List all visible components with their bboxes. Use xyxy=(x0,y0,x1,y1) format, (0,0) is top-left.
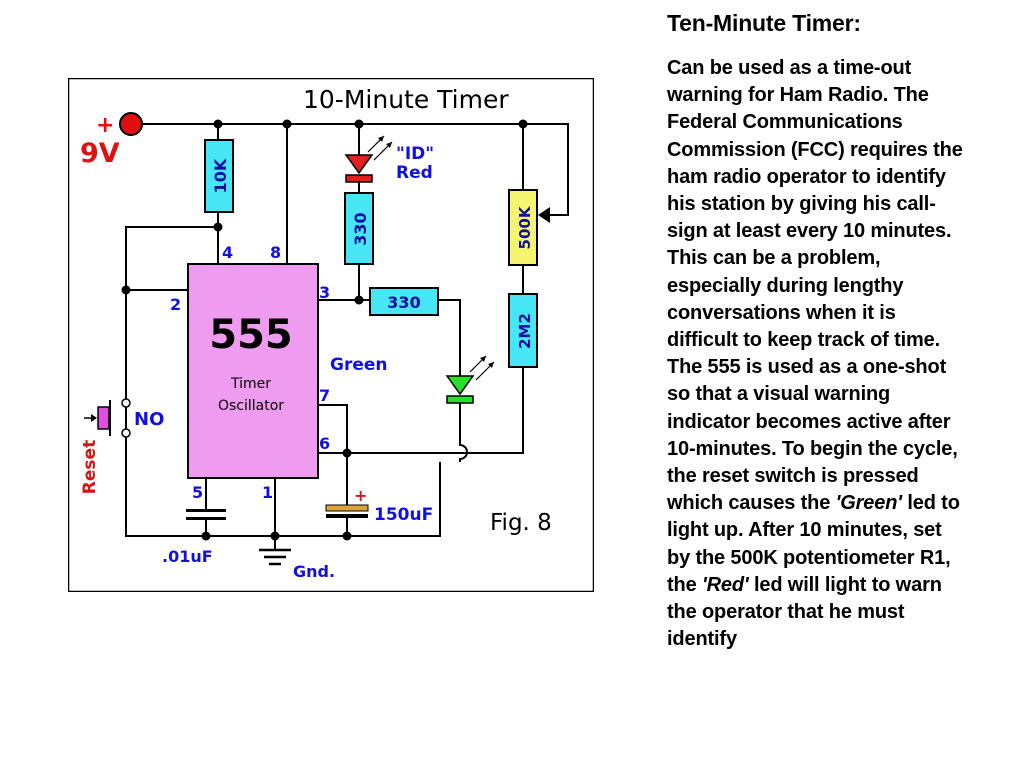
description-red-word: 'Red' xyxy=(701,573,749,596)
resistor-330-green-label: 330 xyxy=(387,293,420,312)
description-panel: Ten-Minute Timer: Can be used as a time-… xyxy=(667,8,967,653)
ic-function-line1: Timer xyxy=(230,376,271,392)
capacitor-150uf xyxy=(325,504,369,518)
ic-555-body xyxy=(187,263,319,479)
description-text-part1: Can be used as a time-out warning for Ha… xyxy=(667,57,963,515)
red-led-label-line1: "ID" xyxy=(396,144,434,164)
switch-type-label: NO xyxy=(134,409,164,430)
pin-6-label: 6 xyxy=(319,434,330,453)
potentiometer-500k-label: 500K xyxy=(516,205,534,249)
red-led xyxy=(344,135,393,183)
resistor-330-green xyxy=(369,287,439,316)
ic-function-line2: Oscillator xyxy=(218,398,284,414)
pin-3-label: 3 xyxy=(319,283,330,302)
description-text-part3: led will light to warn the operator that… xyxy=(667,573,942,651)
supply-voltage-label: 9V xyxy=(80,138,120,169)
reset-switch xyxy=(84,398,131,438)
green-led-label: Green xyxy=(330,355,388,375)
schematic-diagram: + 9V 10-Minute Timer 10K 555 Timer Oscil… xyxy=(68,78,594,592)
figure-label: Fig. 8 xyxy=(490,510,552,536)
circuit-wires xyxy=(125,123,569,550)
pin-1-label: 1 xyxy=(262,483,273,502)
description-green-word: 'Green' xyxy=(835,492,902,515)
junction-dots xyxy=(121,119,528,541)
resistor-10k-label: 10K xyxy=(211,158,230,193)
resistor-2m2-label: 2M2 xyxy=(516,313,534,349)
ground-label: Gnd. xyxy=(293,562,335,581)
pin-7-label: 7 xyxy=(319,386,330,405)
pin-8-label: 8 xyxy=(270,243,281,262)
green-led xyxy=(445,355,495,404)
resistor-330-red-label: 330 xyxy=(351,212,370,245)
resistor-330-red xyxy=(344,192,374,265)
capacitor-150uf-plus: + xyxy=(354,486,367,505)
capacitor-150uf-label: 150uF xyxy=(374,505,433,525)
supply-plus-label: + xyxy=(96,113,114,138)
resistor-2m2 xyxy=(508,293,538,368)
description-text-part2: led to light up. After 10 minutes, set b… xyxy=(667,492,960,596)
description-body: Can be used as a time-out warning for Ha… xyxy=(667,55,967,653)
ic-part-label: 555 xyxy=(209,312,293,358)
supply-terminal xyxy=(119,112,143,136)
resistor-10k xyxy=(204,139,234,213)
capacitor-01uf xyxy=(186,509,226,520)
potentiometer-wiper-arrow xyxy=(538,207,550,223)
potentiometer-500k xyxy=(508,189,538,266)
description-heading: Ten-Minute Timer: xyxy=(667,10,861,36)
red-led-label-line2: Red xyxy=(396,163,433,183)
diagram-title: 10-Minute Timer xyxy=(303,85,509,114)
pin-2-label: 2 xyxy=(170,295,181,314)
capacitor-01uf-label: .01uF xyxy=(162,547,213,566)
switch-reset-label: Reset xyxy=(80,440,100,494)
pin-5-label: 5 xyxy=(192,483,203,502)
ground-symbol xyxy=(259,548,291,566)
pin-4-label: 4 xyxy=(222,243,233,262)
